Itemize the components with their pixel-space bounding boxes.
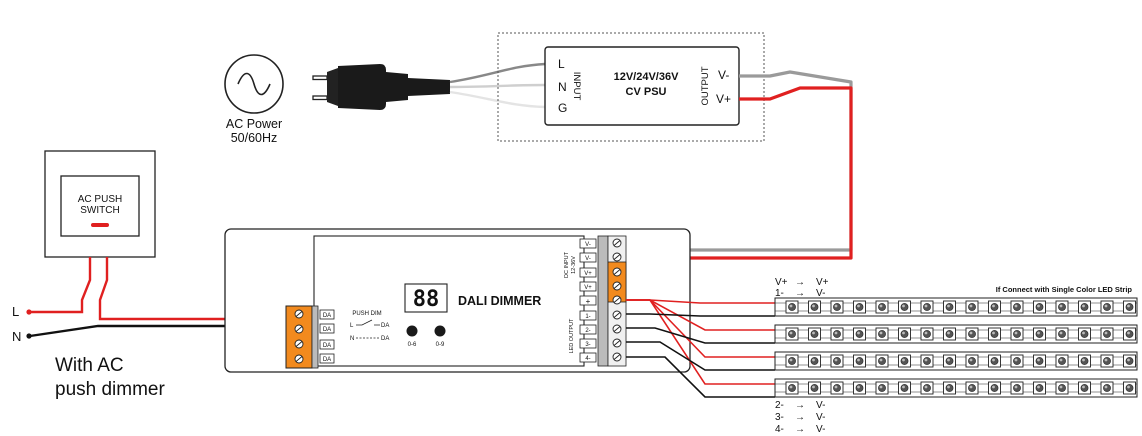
map-bottom-1-to: V- bbox=[816, 400, 825, 411]
dali-dimmer: DA DA DA DA 88 DALI DIMMER PUSH DIM L N … bbox=[224, 228, 691, 373]
dimmer-title: DALI DIMMER bbox=[458, 294, 541, 308]
map-top-1-from: V+ bbox=[775, 277, 788, 288]
map-top-2-from: 1- bbox=[775, 288, 784, 299]
mains-l-label: L bbox=[12, 304, 19, 319]
dc-terminal-vminus-2: V- bbox=[585, 256, 591, 262]
output-wiring bbox=[626, 299, 775, 398]
switch-indicator bbox=[91, 223, 109, 227]
led-strip bbox=[774, 351, 1138, 371]
wire-ground bbox=[449, 90, 546, 109]
wire-line bbox=[449, 62, 546, 84]
map-bottom-1-arrow: → bbox=[795, 400, 805, 411]
button-0-9[interactable] bbox=[434, 325, 446, 337]
button-0-6[interactable] bbox=[406, 325, 418, 337]
display-digits: 88 bbox=[413, 287, 440, 312]
wire-l-to-switch bbox=[30, 257, 92, 314]
ac-push-switch: AC PUSH SWITCH bbox=[44, 150, 156, 258]
push-dim-da-1: DA bbox=[381, 323, 389, 329]
map-bottom-3-from: 4- bbox=[775, 424, 784, 435]
map-bottom-2-arrow: → bbox=[795, 412, 805, 423]
da-terminal-4: DA bbox=[323, 357, 331, 363]
psu-output-terminal-vminus: V- bbox=[718, 68, 729, 82]
led-terminal-2: 2- bbox=[585, 328, 590, 334]
wire-switched-l bbox=[98, 257, 290, 321]
psu-input-label: INPUT bbox=[571, 72, 582, 101]
output-plus-terminal: + bbox=[586, 297, 591, 306]
ac-power-source: AC Power 50/60Hz bbox=[224, 54, 284, 145]
dc-terminal-vminus-1: V- bbox=[585, 242, 591, 248]
map-top-2-arrow: → bbox=[795, 288, 805, 299]
caption-line1: With AC bbox=[55, 355, 124, 376]
l-terminal-dot bbox=[26, 309, 32, 315]
map-top-2-to: V- bbox=[816, 288, 825, 299]
psu-output-label: OUTPUT bbox=[700, 66, 711, 105]
led-terminal-1: 1- bbox=[585, 314, 590, 320]
psu-output-terminal-vplus: V+ bbox=[716, 92, 731, 106]
map-bottom-3-to: V- bbox=[816, 424, 825, 435]
led-terminal-3: 3- bbox=[585, 342, 590, 348]
da-terminal-1: DA bbox=[323, 313, 331, 319]
strip-mapping-top: V+ → V+ 1- → V- bbox=[775, 277, 829, 299]
plug-body bbox=[338, 64, 386, 110]
seven-segment-display bbox=[404, 283, 448, 313]
dc-terminal-vplus-2: V+ bbox=[584, 285, 592, 291]
psu-subtitle: CV PSU bbox=[626, 86, 667, 98]
psu-body bbox=[544, 46, 740, 126]
switch-label-line2: SWITCH bbox=[80, 205, 119, 216]
map-bottom-1-from: 2- bbox=[775, 400, 784, 411]
mains-n-label: N bbox=[12, 329, 21, 344]
map-top-1-arrow: → bbox=[795, 277, 805, 288]
dc-input-voltage: 12-36V bbox=[571, 256, 577, 274]
strip-mapping-bottom: 2- → V- 3- → V- 4- → V- bbox=[775, 400, 825, 435]
led-strip bbox=[774, 297, 1138, 317]
button-0-6-label: 0-6 bbox=[408, 342, 417, 348]
right-terminal-block: V- V- V+ V+ + 1- 2- 3- 4- bbox=[579, 235, 627, 367]
wire-neutral bbox=[449, 83, 546, 89]
dc-terminal-vplus-1: V+ bbox=[584, 271, 592, 277]
caption-line2: push dimmer bbox=[55, 379, 165, 400]
led-strip bbox=[774, 378, 1138, 398]
button-0-9-label: 0-9 bbox=[436, 342, 445, 348]
psu-enclosure-dashed bbox=[497, 32, 765, 142]
psu-input-terminal-g: G bbox=[558, 101, 567, 115]
led-strip bbox=[774, 324, 1138, 344]
dimmer-front-panel bbox=[313, 235, 585, 367]
push-dim-label: PUSH DIM bbox=[352, 311, 381, 317]
push-dim-switch-symbol bbox=[356, 319, 380, 326]
ac-frequency-label: 50/60Hz bbox=[231, 131, 278, 145]
map-bottom-3-arrow: → bbox=[795, 424, 805, 435]
strip-title: If Connect with Single Color LED Strip bbox=[996, 285, 1133, 294]
led-output-label: LED OUTPUT bbox=[569, 318, 575, 353]
dc-input-label: DC INPUT bbox=[564, 251, 570, 278]
da-terminal-block: DA DA DA DA bbox=[285, 305, 335, 369]
psu-title: 12V/24V/36V bbox=[614, 71, 679, 83]
push-dim-n: N bbox=[350, 336, 354, 342]
map-bottom-2-to: V- bbox=[816, 412, 825, 423]
psu-input-terminal-n: N bbox=[558, 80, 567, 94]
sine-wave-path bbox=[237, 72, 271, 96]
map-bottom-2-from: 3- bbox=[775, 412, 784, 423]
cv-psu: L N G INPUT 12V/24V/36V CV PSU OUTPUT V-… bbox=[497, 32, 765, 142]
push-dim-da-2: DA bbox=[381, 336, 389, 342]
switch-label-line1: AC PUSH bbox=[78, 194, 122, 205]
da-terminal-3: DA bbox=[323, 343, 331, 349]
led-terminal-4: 4- bbox=[585, 356, 590, 362]
led-strips bbox=[774, 297, 1138, 398]
push-dim-l: L bbox=[350, 323, 354, 329]
da-terminal-2: DA bbox=[323, 327, 331, 333]
psu-input-terminal-l: L bbox=[558, 57, 565, 71]
ac-plug bbox=[312, 64, 450, 110]
power-cord bbox=[408, 78, 450, 96]
sine-wave-icon bbox=[224, 54, 284, 114]
map-top-1-to: V+ bbox=[816, 277, 829, 288]
n-terminal-dot bbox=[26, 333, 32, 339]
ac-power-label: AC Power bbox=[226, 117, 282, 131]
